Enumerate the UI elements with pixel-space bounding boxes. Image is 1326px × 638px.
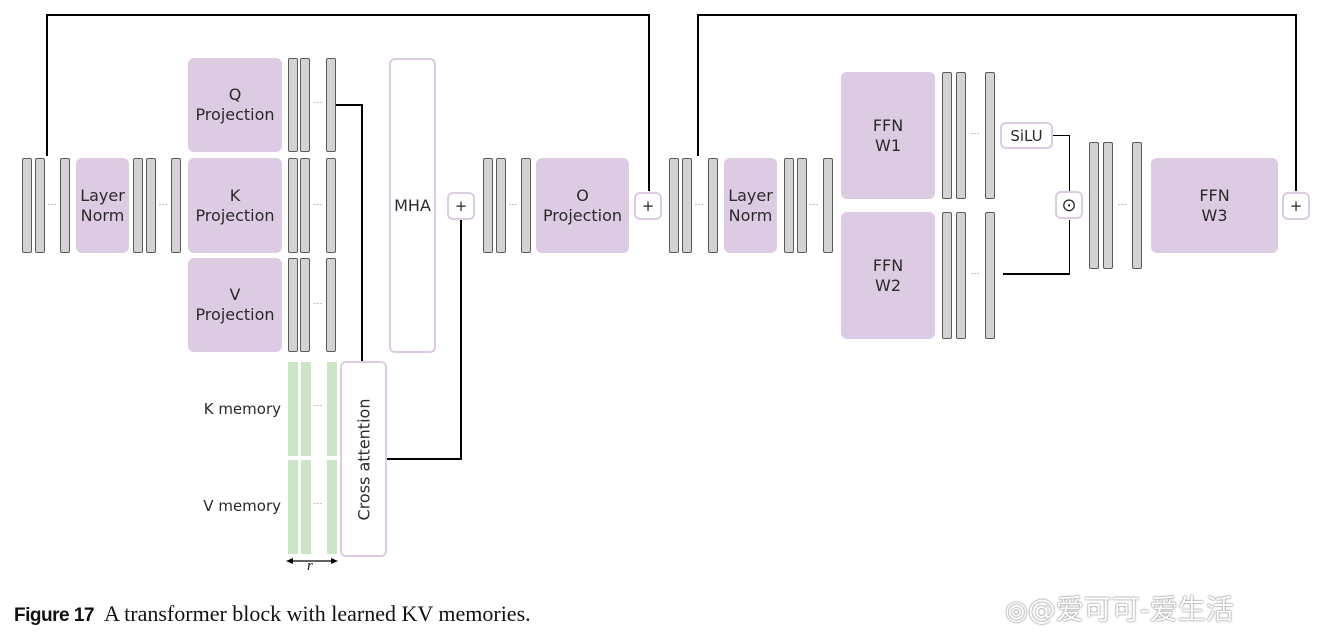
ellipsis: ···: [313, 199, 323, 209]
k-vector: [300, 158, 310, 253]
q-wire-h: [336, 104, 363, 106]
add-op-residual-2: +: [1282, 192, 1310, 220]
input-vector: [35, 158, 45, 253]
add-op-residual-1: +: [634, 192, 662, 220]
silu-wire-v: [1069, 135, 1070, 192]
q-vector: [288, 58, 298, 152]
residual-vector: [708, 158, 718, 253]
w1-vector: [942, 72, 952, 199]
k-memory-vector: [327, 362, 337, 456]
watermark: ◎@爱可可-爱生活: [1005, 593, 1234, 626]
w2-wire-h: [1003, 273, 1070, 275]
q-wire-v: [361, 104, 363, 362]
gated-vector: [1132, 142, 1142, 269]
hadamard-op: ⊙: [1055, 191, 1083, 219]
memory-width-label: r: [307, 558, 313, 574]
residual-wire-2-top: [697, 14, 1297, 16]
normed-vector-2: [823, 158, 833, 253]
o-projection: O Projection: [536, 158, 629, 253]
k-memory-vector: [288, 362, 298, 456]
w1-vector: [985, 72, 995, 199]
figure-caption-text: A transformer block with learned KV memo…: [103, 601, 531, 626]
layer-norm-2: Layer Norm: [724, 158, 777, 253]
attn-vector: [483, 158, 493, 253]
q-vector: [300, 58, 310, 152]
mha-block: MHA: [389, 58, 436, 353]
normed-vector-2: [784, 158, 794, 253]
k-vector: [326, 158, 336, 253]
layer-norm-1: Layer Norm: [76, 158, 129, 253]
residual-wire-2-up: [697, 14, 699, 156]
residual-wire-2-down: [1295, 14, 1297, 191]
v-memory-label: V memory: [203, 497, 281, 515]
residual-wire-1-top: [46, 14, 650, 16]
ellipsis: ···: [694, 199, 704, 209]
w2-vector: [942, 212, 952, 339]
w2-vector: [956, 212, 966, 339]
attn-vector: [496, 158, 506, 253]
ellipsis: ···: [313, 498, 323, 508]
ffn-w3: FFN W3: [1151, 158, 1278, 253]
residual-vector: [682, 158, 692, 253]
v-memory-vector: [288, 460, 298, 554]
cross-attn-out-wire-v: [460, 220, 462, 460]
weibo-logo-icon: ◎: [1005, 596, 1028, 626]
normed-vector-2: [797, 158, 807, 253]
k-vector: [288, 158, 298, 253]
k-projection: K Projection: [188, 158, 282, 253]
cross-attn-out-wire-h: [385, 458, 462, 460]
add-op-attention: +: [447, 192, 475, 220]
k-memory-label: K memory: [203, 400, 281, 418]
normed-vector: [133, 158, 143, 253]
figure-caption: Figure 17 A transformer block with learne…: [14, 601, 531, 627]
ellipsis: ···: [970, 268, 980, 278]
ellipsis: ···: [1117, 199, 1127, 209]
ellipsis: ···: [508, 199, 518, 209]
ellipsis: ···: [809, 199, 819, 209]
v-memory-vector: [327, 460, 337, 554]
normed-vector: [146, 158, 156, 253]
k-memory-vector: [301, 362, 311, 456]
ellipsis: ···: [313, 400, 323, 410]
figure-label: Figure 17: [14, 605, 94, 626]
normed-vector: [171, 158, 181, 253]
ellipsis: ···: [313, 298, 323, 308]
cross-attention-block: Cross attention: [340, 361, 387, 557]
residual-vector: [669, 158, 679, 253]
ellipsis: ···: [47, 199, 57, 209]
memory-width-arrow: [286, 558, 338, 564]
input-vector: [60, 158, 70, 253]
ellipsis: ···: [158, 199, 168, 209]
input-vector: [22, 158, 32, 253]
v-memory-vector: [301, 460, 311, 554]
gated-vector: [1103, 142, 1113, 269]
attn-vector: [521, 158, 531, 253]
v-vector: [326, 258, 336, 352]
v-vector: [288, 258, 298, 352]
residual-wire-1-up: [46, 14, 48, 156]
w2-vector: [985, 212, 995, 339]
w1-vector: [956, 72, 966, 199]
w2-wire-v: [1069, 220, 1070, 275]
residual-wire-1-down: [648, 14, 650, 191]
ffn-w2: FFN W2: [841, 212, 935, 339]
v-vector: [300, 258, 310, 352]
ellipsis: ···: [970, 128, 980, 138]
q-vector: [326, 58, 336, 152]
silu-op: SiLU: [1000, 122, 1053, 149]
gated-vector: [1089, 142, 1099, 269]
ellipsis: ···: [313, 97, 323, 107]
v-projection: V Projection: [188, 258, 282, 352]
silu-wire-h: [1052, 135, 1070, 136]
q-projection: Q Projection: [188, 58, 282, 152]
ffn-w1: FFN W1: [841, 72, 935, 199]
